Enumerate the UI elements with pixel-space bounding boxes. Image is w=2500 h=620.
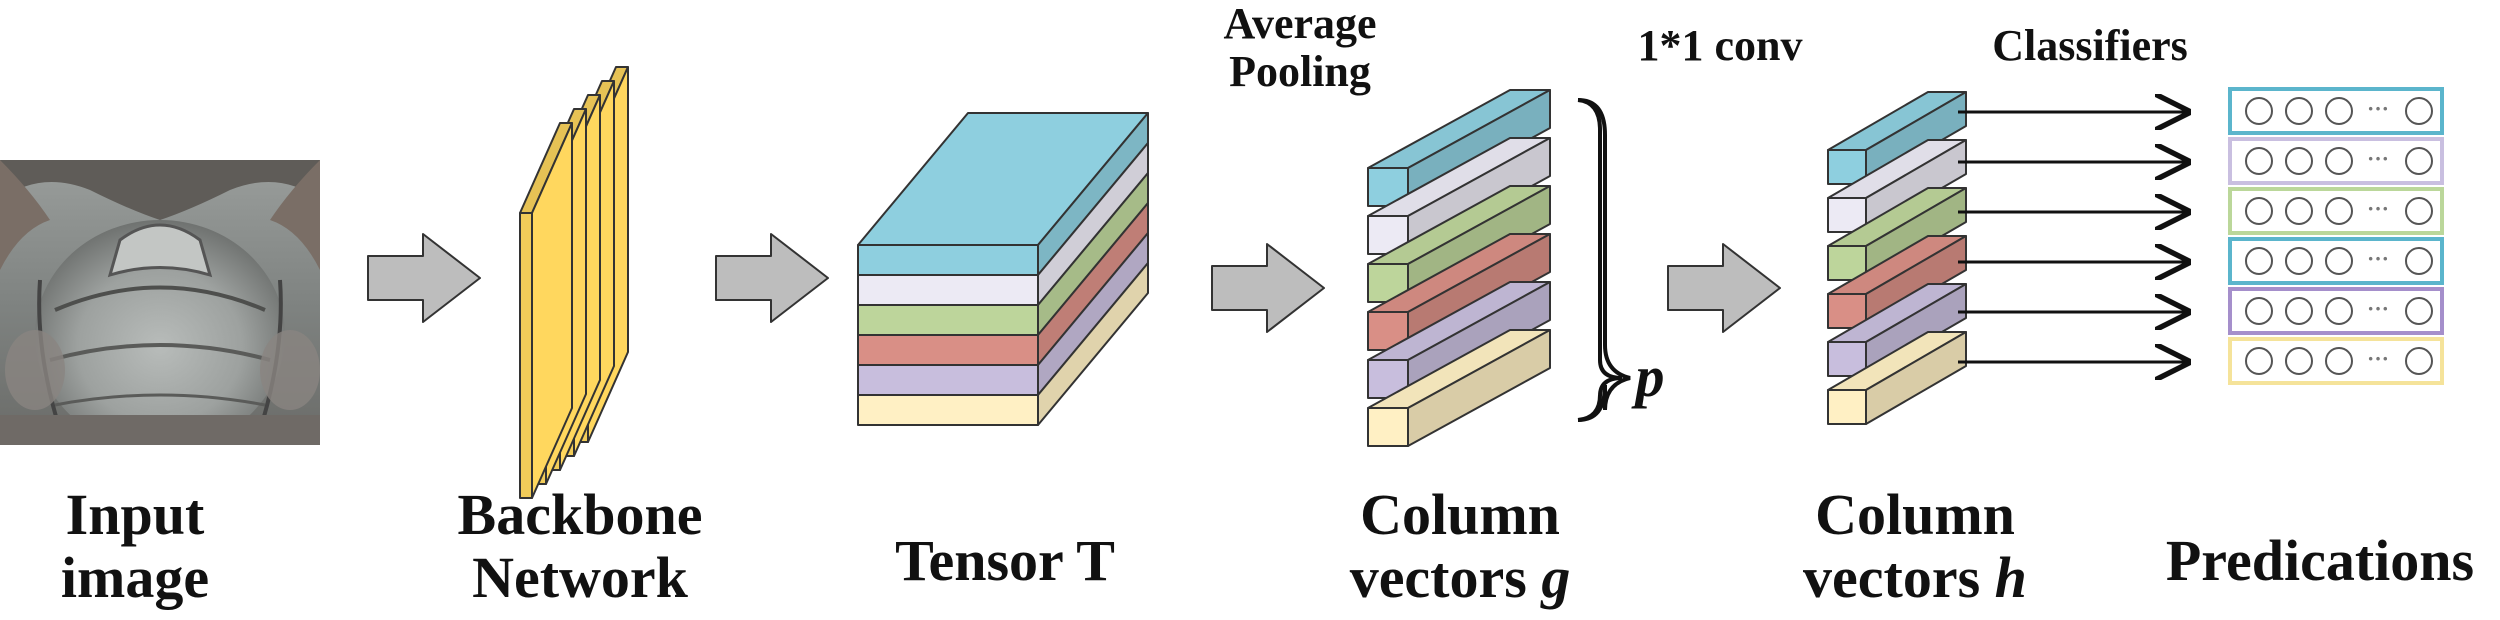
predication-node [2285,147,2313,175]
predication-node [2245,247,2273,275]
brace-p-outline [1577,98,1623,422]
label-avgpool-line1: Average [1223,0,1377,48]
predication-ellipsis: ··· [2367,246,2389,271]
tensor-layer-front [857,364,1039,396]
predication-node [2245,147,2273,175]
input-image [0,160,320,445]
brace-p [1577,98,1631,422]
predication-ellipsis: ··· [2367,196,2389,221]
label-input-line2: image [60,544,210,610]
predication-node [2405,97,2433,125]
arrow-tensor-to-pooling [1211,243,1325,333]
label-colg-line1: Column [1360,482,1560,547]
predication-ellipsis: ··· [2367,96,2389,121]
label-predications: Predications [2165,528,2475,593]
label-classifiers: Classifiers [1992,21,2188,70]
predication-node [2405,197,2433,225]
label-p: p [1635,344,1665,409]
predication-node [2245,347,2273,375]
label-conv: 1*1 conv [1637,21,1803,70]
tensor-layer-front [857,274,1039,306]
label-input-image: Input image [0,482,270,610]
predication-node [2245,97,2273,125]
label-backbone-line1: Backbone [457,482,703,547]
predication-node [2285,197,2313,225]
predication-node [2405,247,2433,275]
predication-node [2325,147,2353,175]
label-colg-line2: vectors [1349,544,1542,610]
predication-ellipsis: ··· [2367,296,2389,321]
arrow-conv [1667,243,1781,333]
predication-node [2325,197,2353,225]
predication-node [2325,247,2353,275]
tensor-layer-front [857,304,1039,336]
label-input-line1: Input [65,482,205,547]
predication-node [2405,147,2433,175]
predication-node [2285,297,2313,325]
predication-node [2325,97,2353,125]
column-h-piece-front [1827,389,1867,425]
label-backbone-line2: Network [472,544,688,610]
predication-node [2325,347,2353,375]
label-colh-var: h [1994,544,2027,610]
predication-node [2285,347,2313,375]
predication-ellipsis: ··· [2367,146,2389,171]
label-colg-var: g [1541,544,1571,610]
tensor-layer-side [1037,262,1149,426]
arrow-backbone-to-tensor [715,233,829,323]
tensor-layer-front [857,394,1039,426]
predication-node [2285,247,2313,275]
tensor-layer-front [857,244,1039,276]
label-tensor-t: Tensor T [895,528,1115,593]
predication-node [2245,297,2273,325]
predication-node [2325,297,2353,325]
label-average-pooling: Average Pooling [1150,0,1450,95]
label-avgpool-line2: Pooling [1229,46,1371,96]
label-colh-line2: vectors [1803,544,1995,610]
predication-node [2405,347,2433,375]
backbone-layer-front [519,212,533,499]
tensor-layer-front [857,334,1039,366]
predication-node [2285,97,2313,125]
label-backbone-network: Backbone Network [390,482,770,610]
predication-ellipsis: ··· [2367,346,2389,371]
arrow-input-to-backbone [367,233,481,323]
predication-node [2405,297,2433,325]
label-colh-line1: Column [1815,482,2015,547]
column-g-piece-front [1367,407,1409,447]
label-column-vectors-h: Column vectors h [1745,482,2085,610]
predication-node [2245,197,2273,225]
label-column-vectors-g: Column vectors g [1270,482,1650,610]
